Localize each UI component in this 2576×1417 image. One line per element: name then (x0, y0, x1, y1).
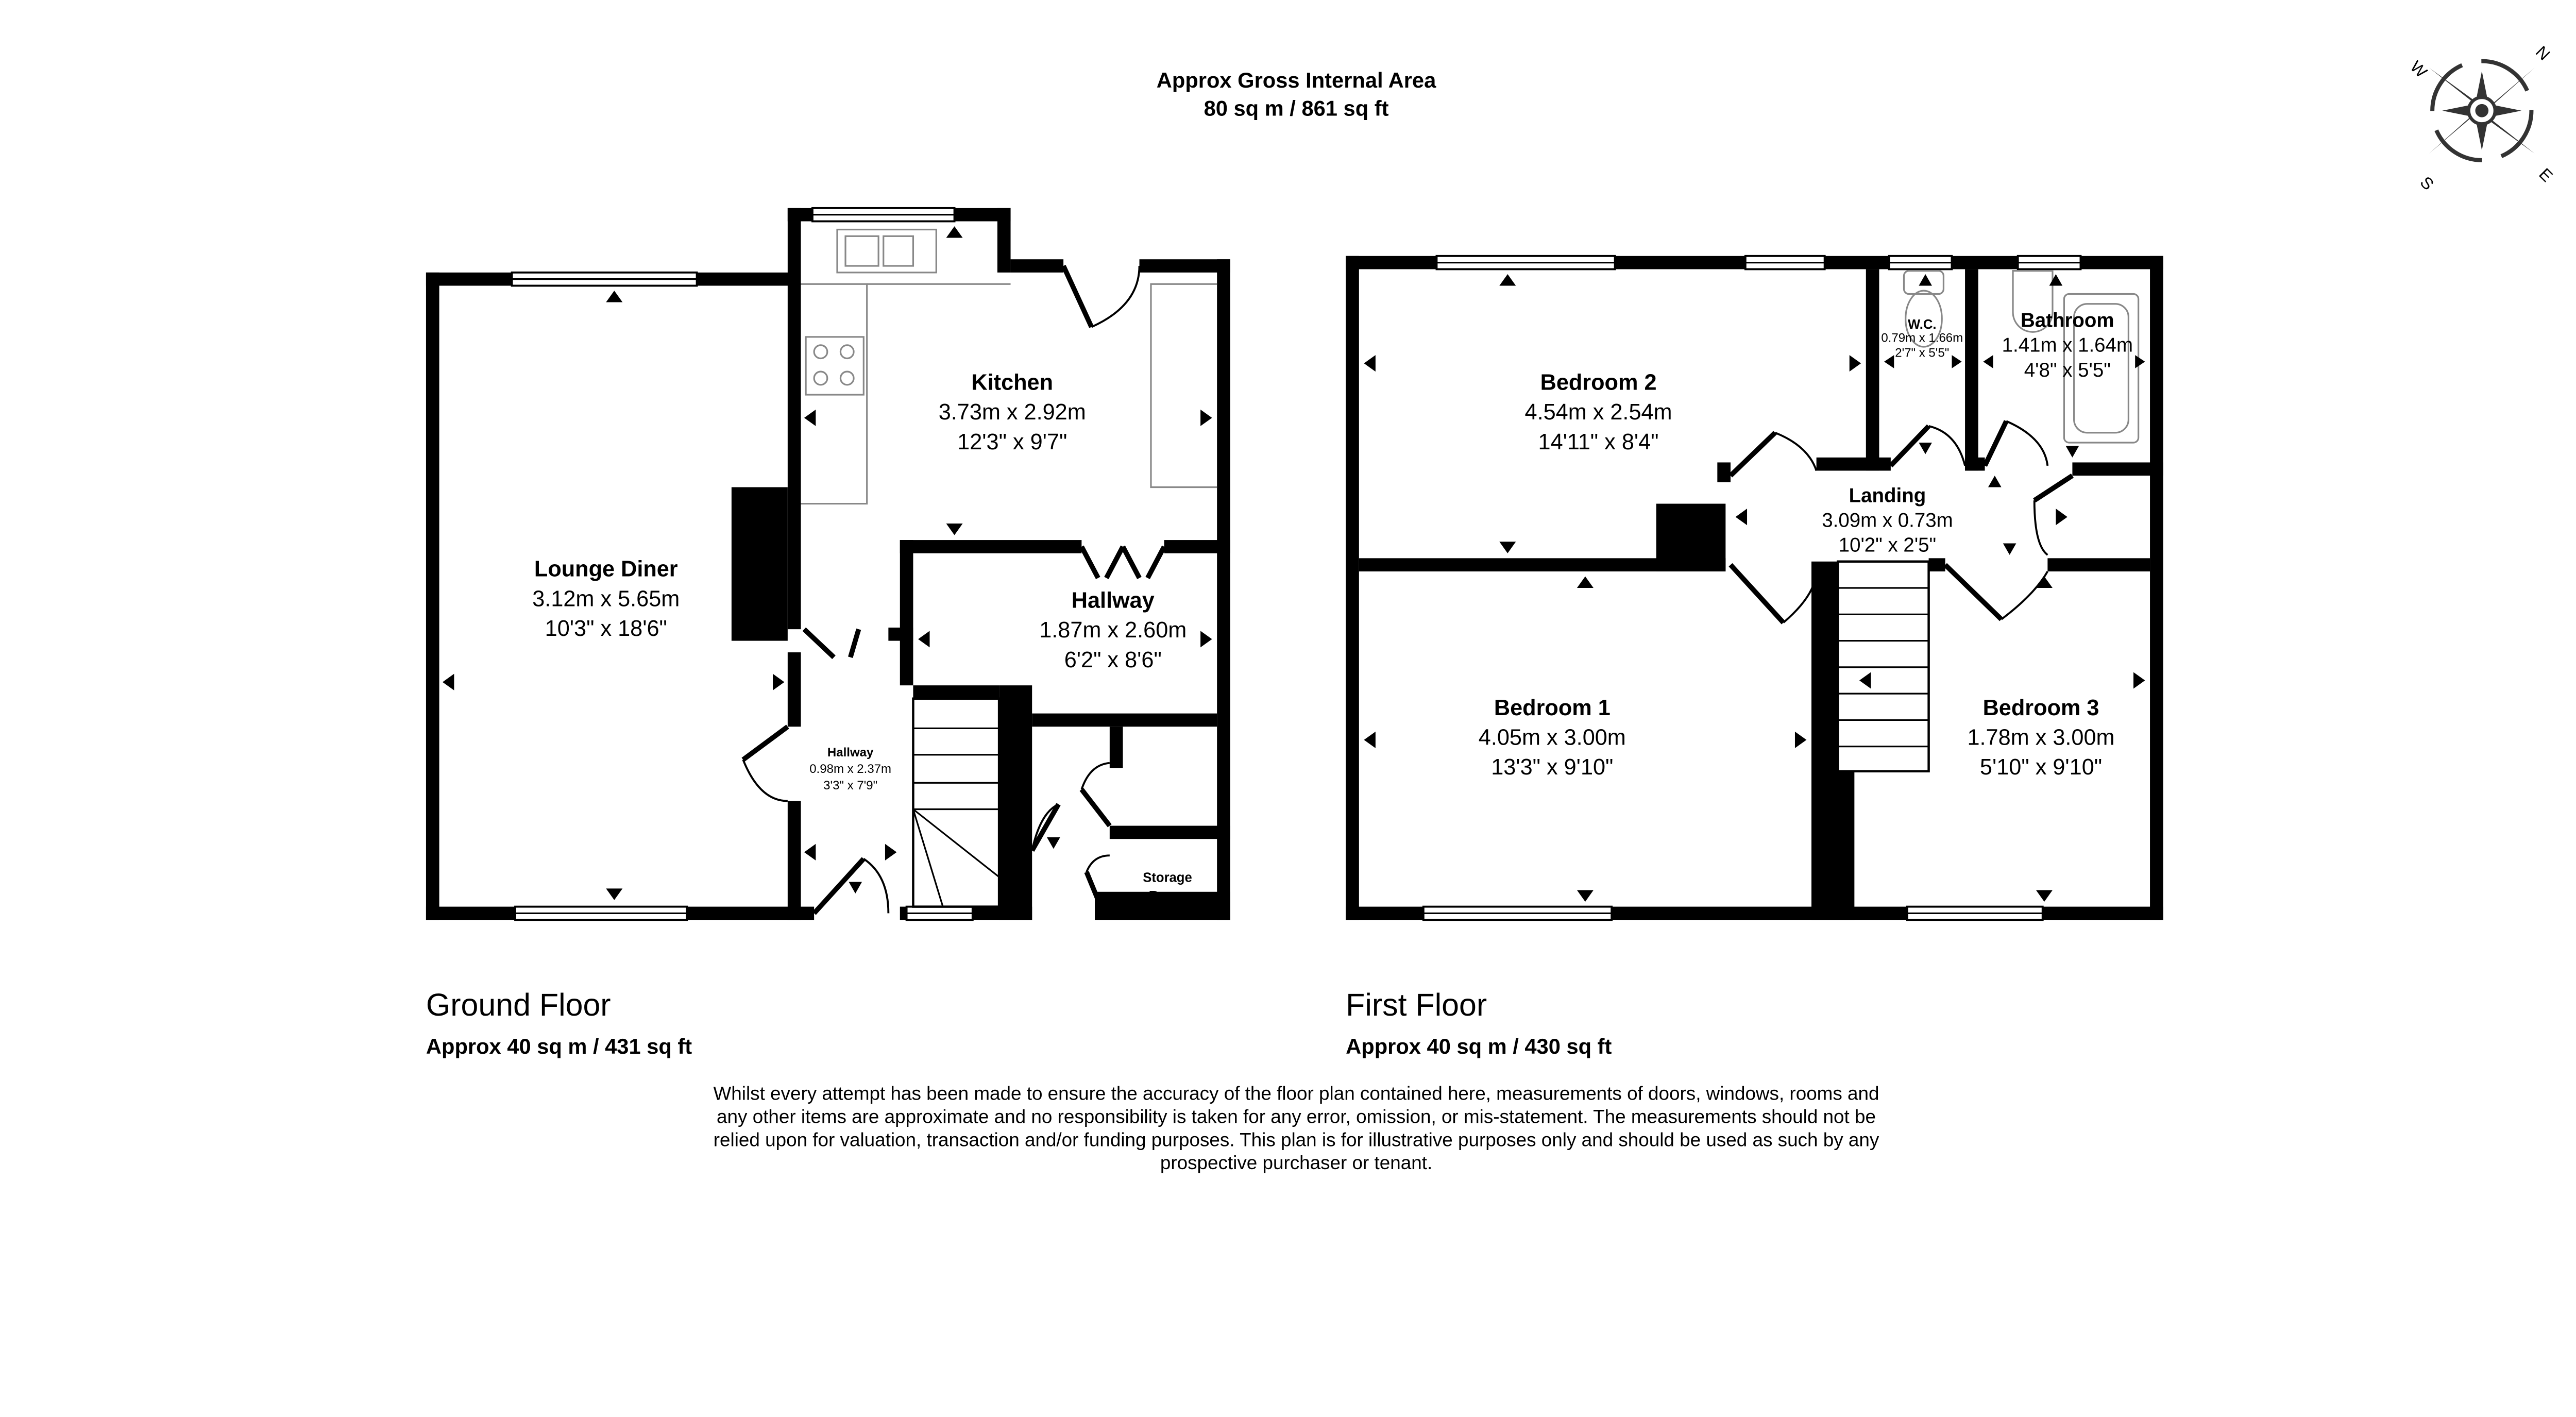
room-bedroom-2: Bedroom 2 4.54m x 2.54m 14'11" x 8'4" (1525, 370, 1672, 454)
compass-e: E (2535, 164, 2556, 185)
svg-text:Bedroom 3: Bedroom 3 (1983, 696, 2099, 720)
svg-text:Landing: Landing (1849, 484, 1926, 507)
svg-text:12'3" x 9'7": 12'3" x 9'7" (957, 430, 1067, 454)
svg-text:1.78m x 3.00m: 1.78m x 3.00m (1967, 726, 2114, 750)
room-bedroom-3: Bedroom 3 1.78m x 3.00m 5'10" x 9'10" (1967, 696, 2114, 780)
svg-text:4'8" x 5'5": 4'8" x 5'5" (2024, 359, 2111, 381)
svg-text:Kitchen: Kitchen (971, 370, 1053, 395)
svg-text:Bathroom: Bathroom (2021, 310, 2114, 332)
first-floor-area: Approx 40 sq m / 430 sq ft (1346, 1034, 1612, 1058)
compass-n: N (2532, 42, 2554, 64)
svg-text:1.41m x 1.64m: 1.41m x 1.64m (2002, 334, 2133, 357)
svg-text:Whilst every attempt has been: Whilst every attempt has been made to en… (714, 1083, 1879, 1104)
svg-text:2'7" x 5'5": 2'7" x 5'5" (1895, 346, 1949, 360)
room-bedroom-1: Bedroom 1 4.05m x 3.00m 13'3" x 9'10" (1479, 696, 1626, 780)
svg-text:Room: Room (1149, 889, 1187, 903)
svg-text:14'11" x 8'4": 14'11" x 8'4" (1538, 430, 1659, 454)
room-hallway: Hallway 1.87m x 2.60m 6'2" x 8'6" (1039, 588, 1187, 672)
room-bathroom: Bathroom 1.41m x 1.64m 4'8" x 5'5" (2002, 310, 2133, 381)
ground-stairs (912, 697, 1001, 908)
svg-text:13'3" x 9'10": 13'3" x 9'10" (1491, 755, 1613, 780)
svg-text:W.C.: W.C. (1908, 317, 1937, 332)
compass-w: W (2406, 57, 2431, 81)
svg-text:0.79m x 1.66m: 0.79m x 1.66m (1881, 331, 1963, 345)
svg-text:Hallway: Hallway (1072, 588, 1155, 613)
first-floor-plan: Bedroom 2 4.54m x 2.54m 14'11" x 8'4" W.… (1346, 255, 2163, 921)
gross-area-title: Approx Gross Internal Area (1157, 68, 1436, 92)
svg-text:3'3" x 7'9": 3'3" x 7'9" (823, 779, 877, 792)
svg-text:3.09m x 0.73m: 3.09m x 0.73m (1822, 509, 1953, 531)
svg-text:0.98m x 2.37m: 0.98m x 2.37m (809, 762, 891, 776)
compass-icon: N E S W (2406, 42, 2556, 194)
first-floor-stairs (1837, 560, 1930, 773)
room-wc: W.C. 0.79m x 1.66m 2'7" x 5'5" (1881, 317, 1963, 360)
ground-floor-label: Ground Floor (426, 987, 611, 1022)
svg-text:any other items are approximat: any other items are approximate and no r… (717, 1106, 1876, 1127)
disclaimer: Whilst every attempt has been made to en… (714, 1083, 1879, 1174)
svg-text:3.12m x 5.65m: 3.12m x 5.65m (532, 586, 680, 611)
svg-text:Hallway: Hallway (827, 746, 874, 760)
room-landing: Landing 3.09m x 0.73m 10'2" x 2'5" (1822, 484, 1953, 556)
svg-text:5'10" x 9'10": 5'10" x 9'10" (1980, 755, 2102, 780)
svg-text:Bedroom 2: Bedroom 2 (1540, 370, 1657, 395)
svg-text:prospective purchaser or tenan: prospective purchaser or tenant. (1160, 1152, 1432, 1173)
compass-s: S (2417, 173, 2438, 194)
svg-text:10'2" x 2'5": 10'2" x 2'5" (1839, 534, 1937, 556)
svg-text:4.05m x 3.00m: 4.05m x 3.00m (1479, 726, 1626, 750)
svg-text:6'2" x 8'6": 6'2" x 8'6" (1064, 648, 1162, 672)
room-hallway-entrance: Hallway 0.98m x 2.37m 3'3" x 7'9" (809, 746, 891, 792)
room-storage: Storage Room (1143, 871, 1192, 903)
floor-plan: Approx Gross Internal Area 80 sq m / 861… (426, 42, 2556, 1174)
svg-text:Lounge Diner: Lounge Diner (534, 557, 678, 582)
svg-text:3.73m x 2.92m: 3.73m x 2.92m (939, 400, 1086, 425)
ground-floor-area: Approx 40 sq m / 431 sq ft (426, 1034, 692, 1058)
gross-area-value: 80 sq m / 861 sq ft (1204, 96, 1389, 120)
svg-text:10'3" x 18'6": 10'3" x 18'6" (545, 616, 667, 641)
svg-text:relied upon for valuation, tra: relied upon for valuation, transaction a… (714, 1129, 1879, 1150)
ground-floor-plan: Lounge Diner 3.12m x 5.65m 10'3" x 18'6"… (426, 207, 1230, 921)
svg-text:Bedroom 1: Bedroom 1 (1494, 696, 1611, 720)
first-floor-label: First Floor (1346, 987, 1487, 1022)
svg-text:1.87m x 2.60m: 1.87m x 2.60m (1039, 618, 1187, 643)
room-lounge-diner: Lounge Diner 3.12m x 5.65m 10'3" x 18'6" (532, 557, 680, 641)
room-kitchen: Kitchen 3.73m x 2.92m 12'3" x 9'7" (939, 370, 1086, 454)
svg-text:4.54m x 2.54m: 4.54m x 2.54m (1525, 400, 1672, 425)
svg-text:Storage: Storage (1143, 871, 1192, 885)
